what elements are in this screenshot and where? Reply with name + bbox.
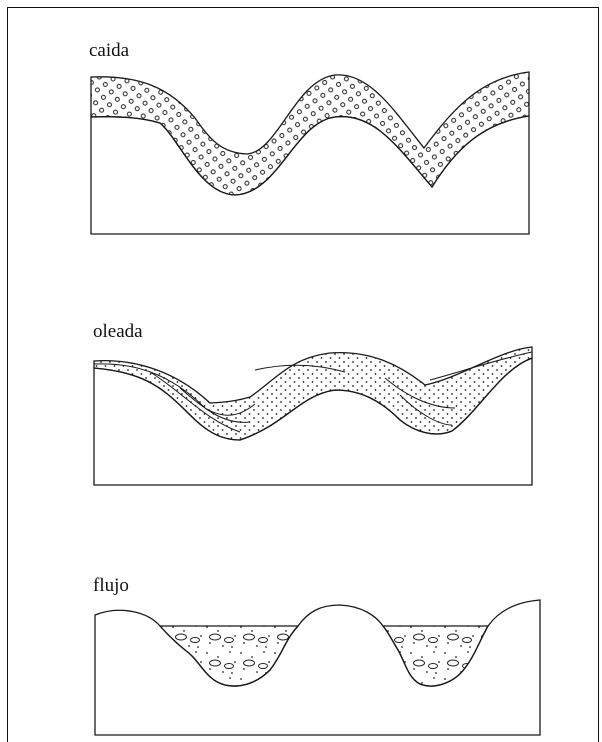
panel-flujo [95, 600, 540, 735]
panel-caida [91, 72, 529, 234]
panel-oleada [94, 347, 532, 485]
caida-deposit [91, 72, 529, 195]
flujo-substrate [95, 600, 540, 735]
oleada-deposit [94, 347, 532, 440]
flujo-deposit-left [160, 626, 298, 686]
